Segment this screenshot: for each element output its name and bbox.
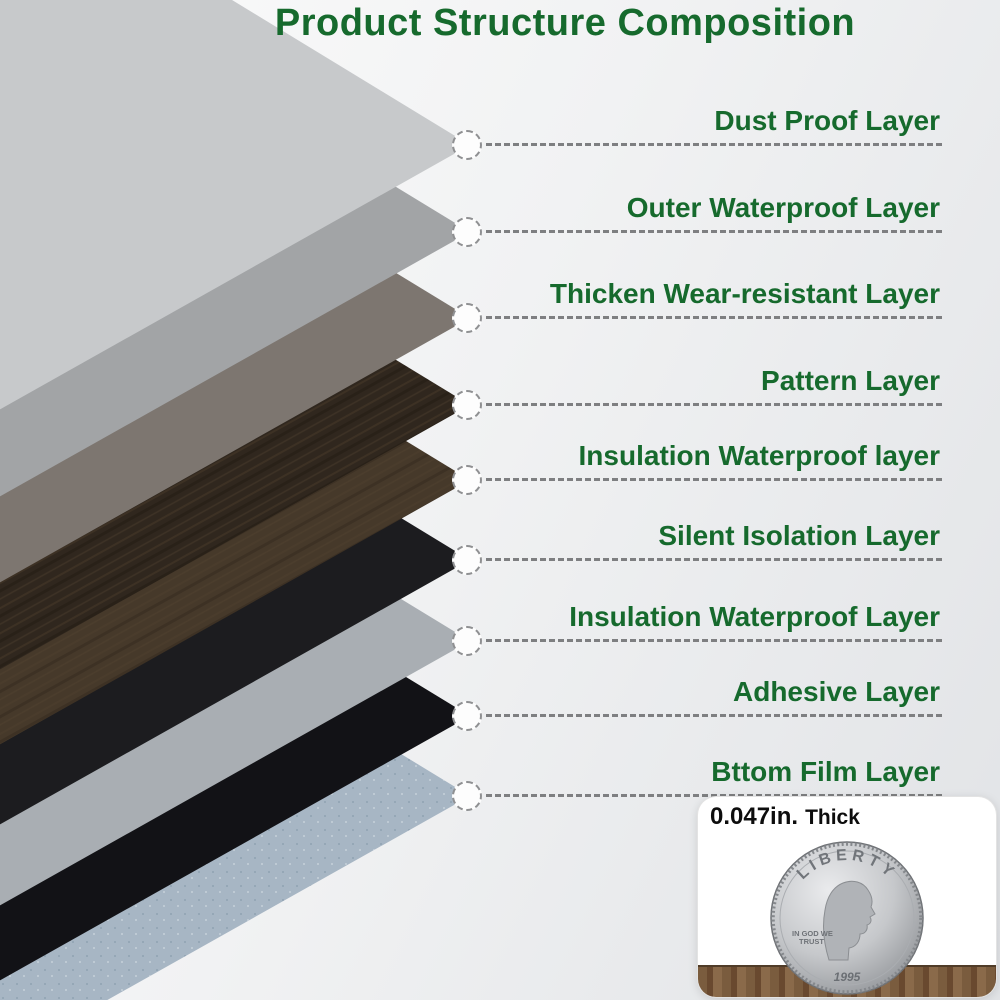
quarter-coin-image: LIBERTY IN GOD WE TRUST 1995 — [770, 841, 924, 995]
coin-reeded-edge — [771, 842, 923, 994]
layer-label: Adhesive Layer — [733, 676, 940, 707]
callout-dashed-line — [486, 794, 942, 797]
coin-motto-line2: TRUST — [799, 937, 824, 946]
layer-label: Outer Waterproof Layer — [626, 192, 940, 223]
callout-dashed-line — [486, 639, 942, 642]
layer-marker-circle — [452, 701, 482, 731]
coin-date: 1995 — [834, 970, 861, 984]
washington-profile — [823, 880, 876, 961]
layer-marker-circle — [452, 465, 482, 495]
layer-label: Dust Proof Layer — [714, 105, 940, 136]
layer-marker-circle — [452, 303, 482, 333]
layer-label: Silent Isolation Layer — [658, 520, 940, 551]
callout-dashed-line — [486, 143, 942, 146]
layer-marker-circle — [452, 390, 482, 420]
layer-marker-circle — [452, 130, 482, 160]
callout-dashed-line — [486, 230, 942, 233]
thickness-value: 0.047in. — [710, 803, 799, 830]
layer-label: Pattern Layer — [761, 365, 940, 396]
layer-marker-circle — [452, 626, 482, 656]
layer-label: Thicken Wear-resistant Layer — [549, 278, 940, 309]
callout-dashed-line — [486, 403, 942, 406]
callout-dashed-line — [486, 478, 942, 481]
layer-sheet-1 — [0, 0, 470, 410]
callout-dashed-line — [486, 316, 942, 319]
coin-motto-line1: IN GOD WE — [792, 929, 833, 938]
layer-marker-circle — [452, 545, 482, 575]
layer-marker-circle — [452, 217, 482, 247]
coin-inner-rim — [779, 850, 915, 986]
thickness-card: 0.047in. Thick LIBERTY IN GOD WE TRUST 19… — [698, 797, 996, 997]
layer-label: Insulation Waterproof layer — [578, 440, 940, 471]
page-title: Product Structure Composition — [274, 2, 856, 44]
callout-dashed-line — [486, 558, 942, 561]
layer-label: Bttom Film Layer — [711, 756, 940, 787]
layer-label: Insulation Waterproof Layer — [569, 601, 940, 632]
thickness-unit-label: Thick — [805, 806, 860, 829]
callout-dashed-line — [486, 714, 942, 717]
thickness-text: 0.047in. Thick — [710, 803, 860, 831]
layer-marker-circle — [452, 781, 482, 811]
